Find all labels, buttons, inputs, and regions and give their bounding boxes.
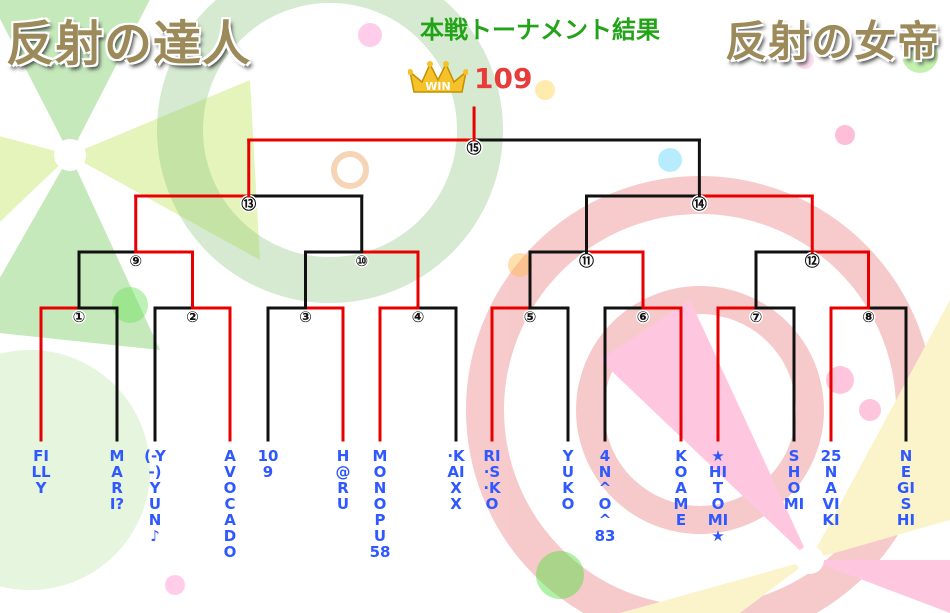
match-label: ③	[299, 308, 312, 326]
match-label: ⑨	[129, 252, 142, 270]
player-name: ★HITOMI★	[707, 447, 729, 545]
match-label: ⑭	[692, 195, 707, 213]
match-label: ⑬	[241, 195, 256, 213]
match-label: ②	[186, 308, 199, 326]
player-name: MONOPU58	[369, 447, 391, 561]
player-name: H@RU	[335, 447, 351, 513]
match-label: ⑮	[467, 139, 482, 157]
player-name: SHOMI	[783, 447, 805, 513]
player-name: 109	[257, 447, 279, 481]
player-name: MARI?	[109, 447, 125, 513]
match-label: ⑦	[750, 308, 763, 326]
match-label: ⑪	[579, 252, 594, 270]
match-label: ⑧	[862, 308, 875, 326]
player-name: 25NAVIKI	[820, 447, 842, 529]
match-label: ⑩	[355, 252, 368, 270]
match-label: ⑫	[805, 252, 820, 270]
match-label: ⑥	[637, 308, 650, 326]
player-name: ·KAIXX	[447, 447, 465, 513]
player-name: 4N^O^83	[594, 447, 616, 545]
win-badge: WIN	[425, 80, 450, 93]
player-name: KOAME	[673, 447, 689, 529]
player-name: FILLY	[31, 447, 51, 497]
player-name: (-Y-)YUN♪	[144, 447, 166, 545]
player-name: AVOCADO	[223, 447, 237, 561]
player-name: NEGISHI	[896, 447, 916, 529]
match-label: ⑤	[524, 308, 537, 326]
match-label: ④	[412, 308, 425, 326]
logo-right: 反射の女帝	[725, 17, 941, 66]
page-title: 本戦トーナメント結果	[420, 16, 660, 44]
logo-left: 反射の達人	[6, 16, 252, 72]
crown-icon: WIN	[408, 61, 468, 93]
player-name: RI·S·KO	[483, 447, 501, 513]
player-name: YUKO	[561, 447, 575, 513]
match-label: ①	[73, 308, 86, 326]
tournament-winner: 109	[474, 62, 533, 95]
